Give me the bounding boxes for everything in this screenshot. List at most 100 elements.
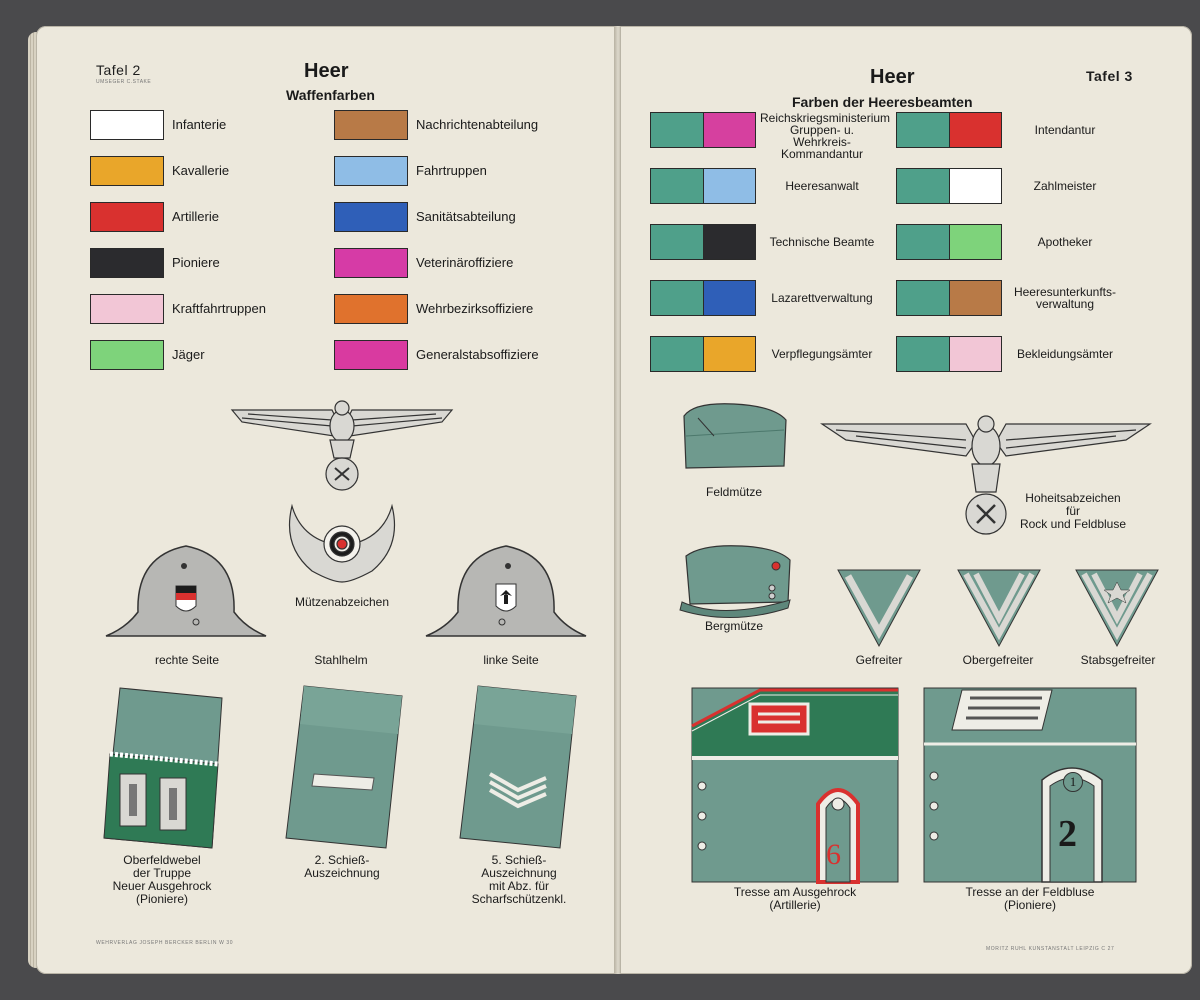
helmet-left-side [425,545,587,637]
caption-line: 2. Schieß- [314,853,370,867]
official-label-line: Zahlmeister [1033,179,1097,193]
strap-number-pioniere: 2 [1058,813,1077,855]
left-footer: WEHRVERLAG JOSEPH BERCKER BERLIN W 30 [96,940,234,946]
left-tafel-small: UMSEGER C.STAKE [96,79,152,85]
official-label-line: verwaltung [1035,297,1095,311]
official-color-swatch [650,224,756,260]
helmet-right-side [105,545,267,637]
patch-2-schiess [285,685,403,849]
swatch-branch-color [949,281,1001,315]
chevron-obergefreiter [957,569,1041,648]
color-label: Generalstabsoffiziere [416,347,539,362]
official-label: Lazarettverwaltung [760,292,884,304]
swatch-base-green [897,281,950,315]
swatch-base-green [651,281,704,315]
color-label: Jäger [172,347,205,362]
right-tafel-label: Tafel 3 [1086,68,1133,84]
swatch-base-green [897,225,950,259]
caption-line: Oberfeldwebel [123,853,201,867]
official-color-swatch [896,168,1002,204]
color-swatch [90,294,164,324]
color-label: Kraftfahrtruppen [172,301,266,316]
official-color-swatch [650,112,756,148]
swatch-branch-color [703,337,755,371]
caption-line: für [1065,504,1080,518]
official-label: Apotheker [1006,236,1124,248]
swatch-base-green [897,337,950,371]
color-swatch [334,156,408,186]
emblem-caption: Mützenabzeichen [294,595,390,609]
tresse-feldbluse-caption: Tresse an der Feldbluse (Pioniere) [922,886,1138,912]
official-label-line: Gruppen- u. Wehrkreis- [789,123,855,149]
caption-line: Hoheitsabzeichen [1025,491,1121,505]
helmet-left-caption: linke Seite [483,653,539,667]
swatch-branch-color [703,281,755,315]
swatch-branch-color [703,225,755,259]
patch-5-schiess-caption: 5. Schieß- Auszeichnung mit Abz. für Sch… [454,854,584,906]
color-label: Veterinäroffiziere [416,255,514,270]
color-swatch [90,340,164,370]
official-label-line: Intendantur [1034,123,1096,137]
color-swatch [90,156,164,186]
caption-line: Auszeichnung [481,866,557,880]
hoheitsabzeichen-eagle [820,415,1152,535]
caption-line: mit Abz. für [488,879,550,893]
caption-line: der Truppe [132,866,192,880]
muetzenabzeichen-emblem [230,400,454,583]
swatch-base-green [651,113,704,147]
color-swatch [90,110,164,140]
caption-line: (Pioniere) [1003,898,1057,912]
right-page: Heer Tafel 3 Farben der Heeresbeamten Re… [620,26,1192,974]
caption-line: Auszeichnung [304,866,380,880]
strap-number-top: 1 [1063,772,1083,792]
official-label: Intendantur [1006,124,1124,136]
caption-line: Tresse an der Feldbluse [965,885,1095,899]
left-heading: Heer [304,60,349,82]
strap-number-artillerie: 6 [826,838,841,871]
caption-line: Neuer Ausgehrock [112,879,212,893]
color-swatch [334,294,408,324]
caption-line: 5. Schieß- [491,853,547,867]
caption-line: Rock und Feldbluse [1019,517,1127,531]
chevron-stabsgefreiter-caption: Stabsgefreiter [1080,653,1156,667]
caption-line: (Pioniere) [135,892,189,906]
color-swatch [334,340,408,370]
chevron-gefreiter [837,569,921,648]
right-subheading: Farben der Heeresbeamten [792,94,973,110]
tresse-ausgehrock-caption: Tresse am Ausgehrock (Artillerie) [690,886,900,912]
official-label: Zahlmeister [1006,180,1124,192]
official-color-swatch [896,336,1002,372]
right-footer: MORITZ RUHL KUNSTANSTALT LEIPZIG C 27 [986,946,1115,952]
color-label: Fahrtruppen [416,163,487,178]
color-swatch [334,248,408,278]
patch-2-schiess-caption: 2. Schieß- Auszeichnung [282,854,402,880]
book-spine [614,26,622,974]
swatch-branch-color [949,113,1001,147]
chevron-obergefreiter-caption: Obergefreiter [962,653,1034,667]
left-tafel-label: Tafel 2 [96,62,141,78]
caption-line: (Artillerie) [769,898,821,912]
swatch-base-green [651,169,704,203]
official-label-line: Reichskriegsministerium [760,111,891,125]
official-color-swatch [650,168,756,204]
official-color-swatch [650,336,756,372]
helmet-right-caption: rechte Seite [154,653,220,667]
tresse-ausgehrock [691,687,899,884]
official-label-line: Heeresunterkunfts- [1013,285,1117,299]
right-heading: Heer [870,66,915,88]
official-color-swatch [896,280,1002,316]
color-swatch [334,110,408,140]
color-label: Wehrbezirksoffiziere [416,301,534,316]
color-label: Kavallerie [172,163,230,178]
swatch-base-green [897,169,950,203]
official-label: Bekleidungsämter [1006,348,1124,360]
official-color-swatch [650,280,756,316]
color-swatch [334,202,408,232]
swatch-branch-color [949,337,1001,371]
patch-oberfeldwebel-caption: Oberfeldwebel der Truppe Neuer Ausgehroc… [92,854,232,906]
swatch-base-green [651,337,704,371]
swatch-branch-color [949,225,1001,259]
bergmuetze-caption: Bergmütze [704,619,764,633]
color-label: Sanitätsabteilung [416,209,516,224]
